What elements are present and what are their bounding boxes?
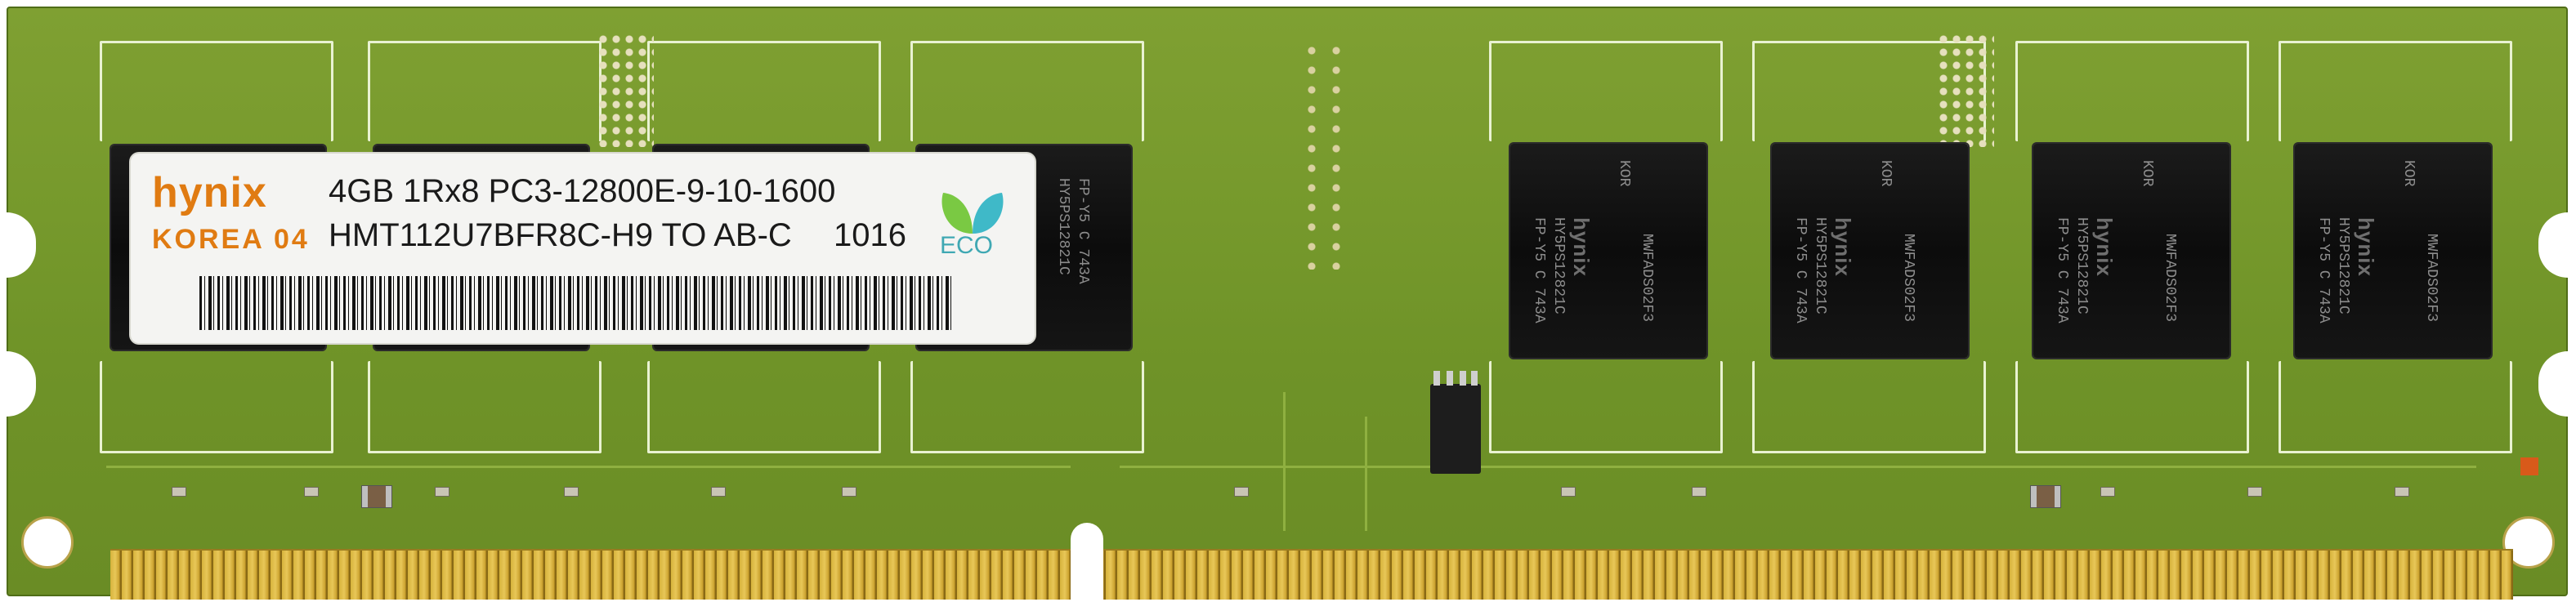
fiducial-right	[2520, 457, 2538, 475]
smd-capacitor	[361, 485, 392, 508]
memory-module-pcb: HY5PS12821C FP-Y5 C 743A KOR hynix HY5PS…	[7, 7, 2568, 611]
chip-lot: MWFADS02F3	[2162, 234, 2178, 323]
silkscreen-bracket	[647, 41, 881, 141]
chip-grade: FP-Y5 C 743A	[1075, 178, 1091, 284]
smd-resistor	[435, 487, 449, 497]
silkscreen-bracket	[647, 361, 881, 453]
smd-resistor	[1234, 487, 1249, 497]
product-label: hynix KOREA 04 4GB 1Rx8 PC3-12800E-9-10-…	[131, 154, 1035, 343]
label-origin: KOREA 04	[152, 224, 310, 255]
silkscreen-bracket	[368, 41, 602, 141]
label-spec-line: 4GB 1Rx8 PC3-12800E-9-10-1600	[329, 173, 836, 209]
silkscreen-bracket	[1489, 361, 1723, 453]
via-cluster	[1937, 33, 1994, 147]
side-notch-right-bottom	[2538, 351, 2568, 417]
chip-brand: hynix	[1569, 217, 1594, 277]
silkscreen-bracket	[2279, 41, 2512, 141]
chip-lot: MWFADS02F3	[1900, 234, 1916, 323]
label-eco-badge: ECO	[940, 232, 994, 259]
smd-resistor	[2247, 487, 2262, 497]
spd-eeprom-chip	[1430, 371, 1481, 474]
silkscreen-bracket	[100, 361, 333, 453]
silkscreen-bracket	[2015, 41, 2249, 141]
smd-capacitor	[2030, 485, 2061, 508]
smd-resistor	[172, 487, 186, 497]
silkscreen-bracket	[100, 41, 333, 141]
chip-part-number: HY5PS12821C	[1812, 217, 1828, 314]
via-cluster	[597, 33, 654, 147]
eeprom-pin	[1471, 371, 1478, 386]
label-part-line: HMT112U7BFR8C-H9 TO AB-C	[329, 217, 792, 253]
silkscreen-bracket	[910, 41, 1144, 141]
label-barcode	[199, 276, 951, 330]
eeprom-pin	[1433, 371, 1440, 386]
silkscreen-bracket	[1752, 361, 1986, 453]
side-notch-right-top	[2538, 212, 2568, 278]
silkscreen-bracket	[2015, 361, 2249, 453]
silkscreen-bracket	[910, 361, 1144, 453]
smd-resistor	[2395, 487, 2409, 497]
smd-resistor	[2100, 487, 2115, 497]
side-notch-left-bottom	[7, 351, 36, 417]
eeprom-pin	[1460, 371, 1466, 386]
chip-grade: FP-Y5 C 743A	[1792, 217, 1809, 323]
side-notch-left-top	[7, 212, 36, 278]
silkscreen-bracket	[1489, 41, 1723, 141]
chip-origin: KOR	[1616, 160, 1632, 187]
chip-brand: hynix	[1831, 217, 1855, 277]
silkscreen-bracket	[2279, 361, 2512, 453]
chip-grade: FP-Y5 C 743A	[2315, 217, 2332, 323]
smd-resistor	[711, 487, 726, 497]
pcb-trace	[106, 466, 1071, 468]
dram-chip-right-2: KOR hynix HY5PS12821C FP-Y5 C 743A MWFAD…	[1772, 144, 1968, 358]
label-brand-logo: hynix	[152, 169, 267, 216]
smd-resistor	[1692, 487, 1706, 497]
chip-lot: MWFADS02F3	[1639, 234, 1655, 323]
pcb-trace	[1283, 392, 1286, 531]
label-date-code: 1016	[834, 217, 906, 253]
chip-origin: KOR	[2139, 160, 2155, 187]
dram-chip-right-4: KOR hynix HY5PS12821C FP-Y5 C 743A MWFAD…	[2295, 144, 2491, 358]
chip-brand: hynix	[2092, 217, 2117, 277]
eeprom-pin	[1447, 371, 1453, 386]
chip-grade: FP-Y5 C 743A	[1531, 217, 1547, 323]
smd-resistor	[304, 487, 319, 497]
pcb-trace	[1120, 466, 2476, 468]
smd-resistor	[1561, 487, 1576, 497]
smd-resistor	[564, 487, 579, 497]
chip-brand: hynix	[2354, 217, 2378, 277]
chip-grade: FP-Y5 C 743A	[2054, 217, 2070, 323]
chip-origin: KOR	[1877, 160, 1894, 187]
via-column	[1299, 41, 1348, 270]
mounting-hole-left	[21, 516, 74, 569]
chip-origin: KOR	[2400, 160, 2417, 187]
dram-chip-right-3: KOR hynix HY5PS12821C FP-Y5 C 743A MWFAD…	[2033, 144, 2229, 358]
silkscreen-bracket	[368, 361, 602, 453]
key-notch	[1071, 523, 1103, 611]
chip-part-number: HY5PS12821C	[1055, 178, 1071, 275]
chip-part-number: HY5PS12821C	[2073, 217, 2090, 314]
dram-chip-right-1: KOR hynix HY5PS12821C FP-Y5 C 743A MWFAD…	[1510, 144, 1706, 358]
chip-part-number: HY5PS12821C	[1550, 217, 1567, 314]
chip-lot: MWFADS02F3	[2423, 234, 2440, 323]
pcb-trace	[1365, 417, 1367, 531]
eco-leaf-icon	[941, 193, 1004, 234]
gold-edge-connector	[110, 549, 2513, 600]
chip-part-number: HY5PS12821C	[2335, 217, 2351, 314]
smd-resistor	[842, 487, 856, 497]
